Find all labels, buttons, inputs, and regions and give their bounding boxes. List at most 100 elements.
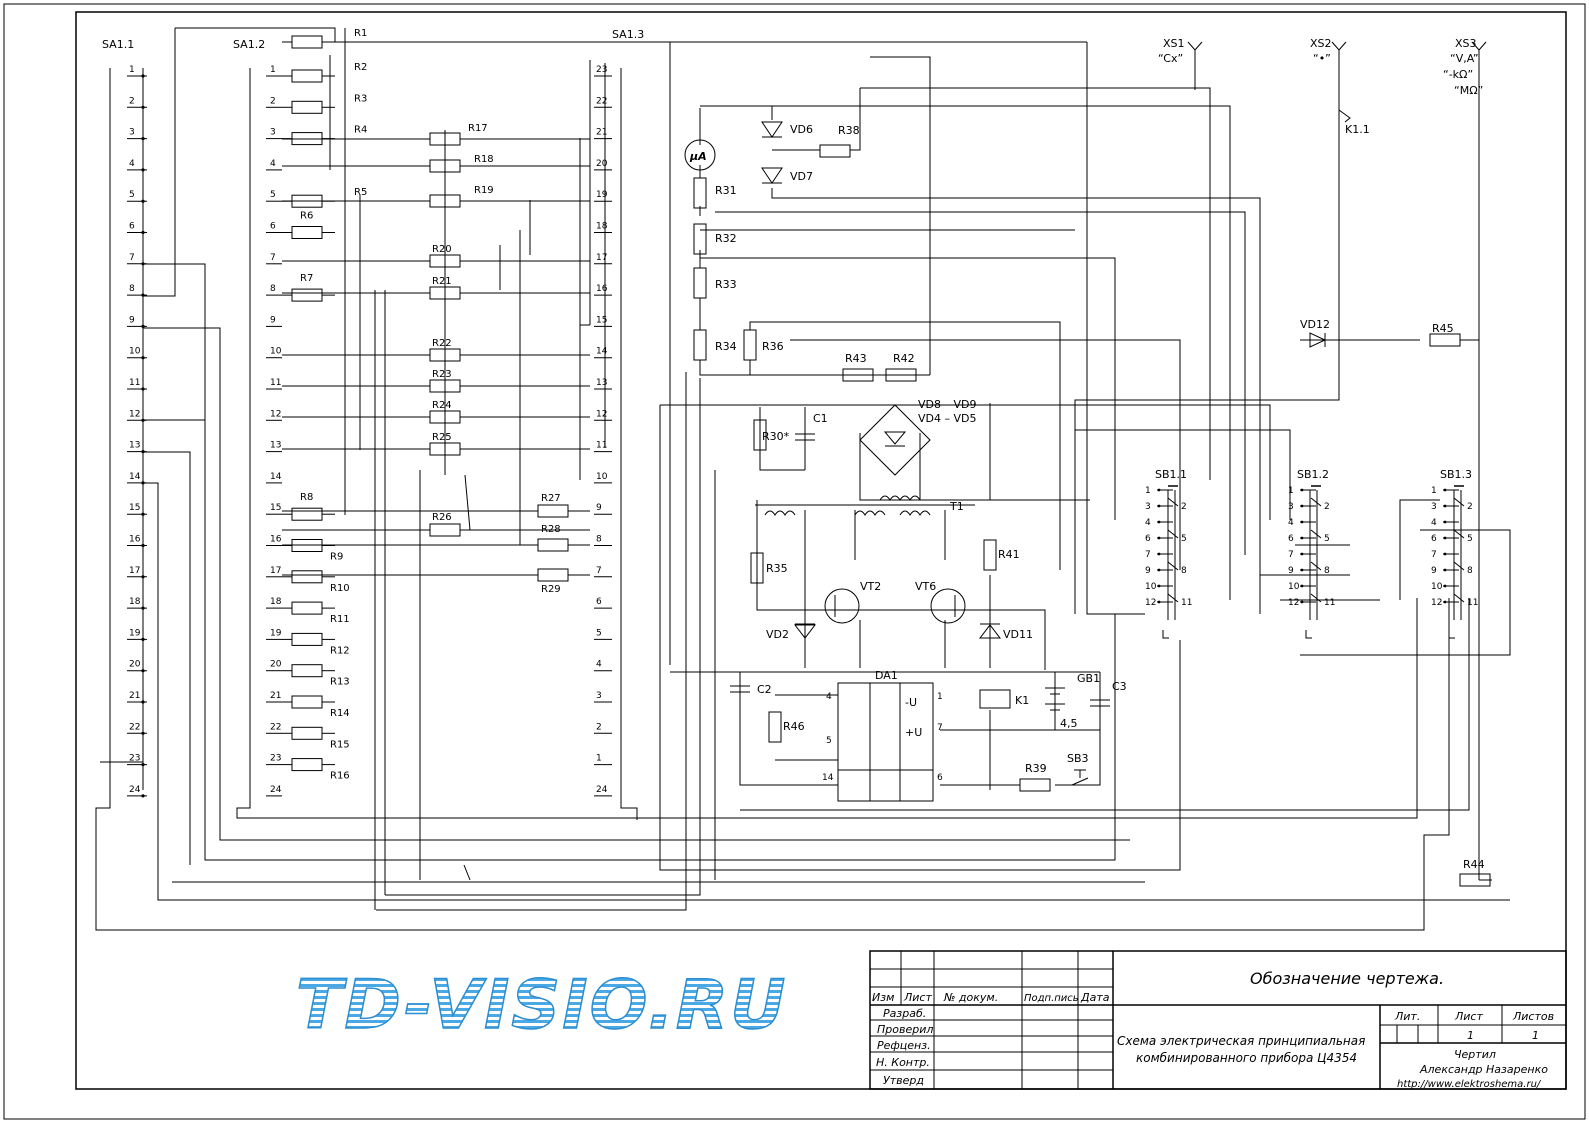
resistor-r44 [1459, 873, 1491, 887]
sa12-pos-11: 11 [270, 378, 281, 388]
sa11-pos-6: 6 [129, 222, 135, 232]
tb-col-list: Лист [903, 991, 932, 1004]
r34-label: R34 [715, 340, 737, 353]
vt6-label: VT6 [915, 580, 936, 593]
r38-label: R38 [838, 124, 860, 137]
xs2-label: XS2 [1310, 37, 1332, 50]
sa11-pos-10: 10 [129, 347, 141, 357]
sb13-pin-2: 2 [1467, 502, 1473, 512]
tb-row-nkontr: Н. Контр. [876, 1056, 930, 1069]
tb-col-date: Дата [1080, 991, 1110, 1004]
sa13-label: SA1.3 [612, 28, 644, 41]
microammeter [684, 139, 716, 171]
tb-list-value: 1 [1467, 1029, 1474, 1042]
resistor-r12 [291, 632, 323, 646]
sa13-pos-24: 24 [596, 785, 608, 795]
sb13-label: SB1.3 [1440, 468, 1472, 481]
sa11-pos-21: 21 [129, 691, 140, 701]
sb13-pin-11: 11 [1467, 598, 1478, 608]
sb11-pin-1: 1 [1145, 486, 1151, 496]
vd6-label: VD6 [790, 123, 813, 136]
button-sb3 [1071, 777, 1089, 786]
resistor-label-r29: R29 [541, 584, 561, 595]
tb-col-izm: Изм [872, 991, 894, 1004]
sa11-node [141, 763, 145, 767]
resistor-label-r24: R24 [432, 400, 452, 411]
tb-row-razrab: Разраб. [883, 1007, 926, 1020]
sa13-pos-16: 16 [596, 284, 608, 294]
bridge-label-2: VD4 – VD5 [918, 412, 976, 425]
tb-title-line2: комбинированного прибора Ц4354 [1136, 1051, 1357, 1065]
vd11-label: VD11 [1003, 628, 1033, 641]
sb13-pin-10: 10 [1431, 582, 1443, 592]
sb11-pin-11: 11 [1181, 598, 1192, 608]
resistor-label-r5: R5 [354, 187, 367, 198]
resistor-label-r22: R22 [432, 338, 452, 349]
sb11-pin-10: 10 [1145, 582, 1157, 592]
resistor-r46 [768, 711, 782, 743]
sb3-label: SB3 [1067, 752, 1089, 765]
sa12-pos-23: 23 [270, 754, 281, 764]
xs3-desc-2: “-kΩ” [1443, 68, 1473, 81]
tb-designation: Обозначение чертежа. [1250, 969, 1444, 988]
sa12-pos-22: 22 [270, 722, 281, 732]
sa11-pos-12: 12 [129, 409, 140, 419]
sa12-pos-18: 18 [270, 597, 282, 607]
resistor-label-r3: R3 [354, 93, 367, 104]
sa13-pos-11: 11 [596, 441, 607, 451]
sa11-node [141, 543, 145, 548]
transistor-vt6 [930, 588, 966, 624]
jack-xs3 [1471, 41, 1487, 51]
k11-label: K1.1 [1345, 123, 1370, 136]
sa13-pos-21: 21 [596, 128, 607, 138]
sa13-pos-3: 3 [596, 691, 602, 701]
r45-label: R45 [1432, 322, 1454, 335]
resistor-label-r4: R4 [354, 125, 367, 136]
sa11-label: SA1.1 [102, 38, 134, 51]
watermark-logo: TD-VISIO.RU [296, 966, 787, 1045]
sa12-pos-19: 19 [270, 628, 282, 638]
title-block-text: Обозначение чертежа. Изм Лист № докум. П… [872, 969, 1554, 1090]
sa11-pos-3: 3 [129, 128, 135, 138]
sb13-pin-1: 1 [1431, 486, 1437, 496]
sa12-label: SA1.2 [233, 38, 265, 51]
r31-label: R31 [715, 184, 737, 197]
vd2-label: VD2 [766, 628, 789, 641]
tb-list: Лист [1454, 1010, 1483, 1023]
sa13-pos-5: 5 [596, 628, 602, 638]
resistor-r8 [291, 507, 323, 521]
sb13-pin-9: 9 [1431, 566, 1437, 576]
resistor-label-r7: R7 [300, 273, 313, 284]
resistor-label-r11: R11 [330, 614, 350, 625]
sb12-pin-3: 3 [1288, 502, 1294, 512]
k1-label: K1 [1015, 694, 1029, 707]
diode-bridge [859, 404, 931, 476]
resistor-label-r21: R21 [432, 276, 452, 287]
resistor-r3 [291, 100, 323, 114]
resistor-label-r19: R19 [474, 185, 494, 196]
sb11-pin-8: 8 [1181, 566, 1187, 576]
sa13-pos-15: 15 [596, 315, 607, 325]
t1-label: T1 [949, 500, 964, 513]
sa11-node [141, 512, 145, 516]
resistor-label-r9: R9 [330, 552, 343, 563]
meter-block: μA [684, 41, 1491, 887]
resistor-r35 [750, 552, 764, 584]
xs2-desc: “•” [1313, 52, 1331, 65]
sa12-pos-12: 12 [270, 409, 281, 419]
sa11-pos-8: 8 [129, 284, 135, 294]
resistor-label-r15: R15 [330, 739, 350, 750]
sa11-node [141, 700, 145, 704]
sa12-pos-17: 17 [270, 566, 281, 576]
sa12-pos-3: 3 [270, 128, 276, 138]
sa12-pos-21: 21 [270, 691, 281, 701]
sb11-pin-12: 12 [1145, 598, 1156, 608]
sa11-node [141, 324, 145, 328]
da1-pin-7: 7 [937, 723, 943, 733]
